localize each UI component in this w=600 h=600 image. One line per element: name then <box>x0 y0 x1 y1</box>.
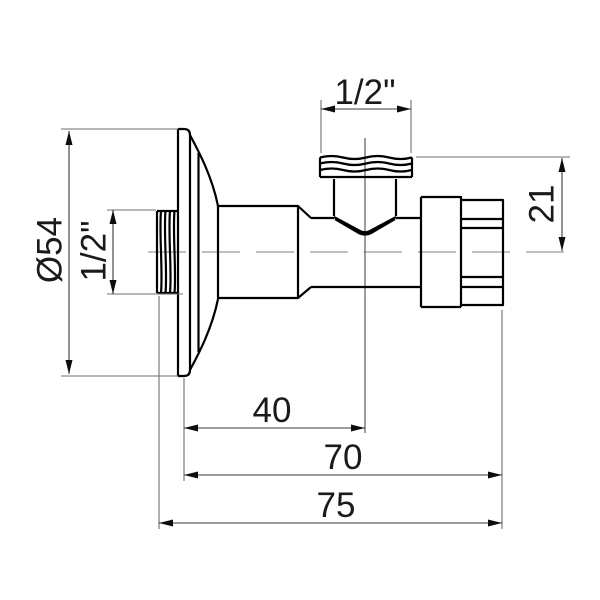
dimension-label: 40 <box>253 391 292 430</box>
dimension-top-thread-size: 1/2" <box>321 73 411 113</box>
dimension-label: Ø54 <box>31 217 70 283</box>
extension-lines-path <box>61 100 570 529</box>
top-branch-neck <box>332 179 398 236</box>
compression-nut <box>419 195 505 309</box>
dimension-length-40: 40 <box>184 391 365 432</box>
dimension-label: 70 <box>324 438 363 477</box>
wall-flange <box>176 127 220 378</box>
dimension-flange-diameter: Ø54 <box>31 131 73 374</box>
valve-body <box>216 204 421 300</box>
top-male-thread <box>318 154 414 179</box>
dimension-label: 1/2" <box>75 220 114 281</box>
dimension-overall-length-75: 75 <box>159 486 502 527</box>
dimension-label: 75 <box>317 486 356 525</box>
dimension-label: 1/2" <box>334 73 395 112</box>
extension-lines <box>61 100 570 529</box>
dimension-length-70: 70 <box>184 438 502 479</box>
dimension-outlet-height: 21 <box>523 158 566 251</box>
dimension-label: 21 <box>523 185 562 224</box>
valve-object <box>155 127 505 378</box>
left-male-thread <box>155 209 178 295</box>
dimension-left-thread-size: 1/2" <box>75 210 117 294</box>
